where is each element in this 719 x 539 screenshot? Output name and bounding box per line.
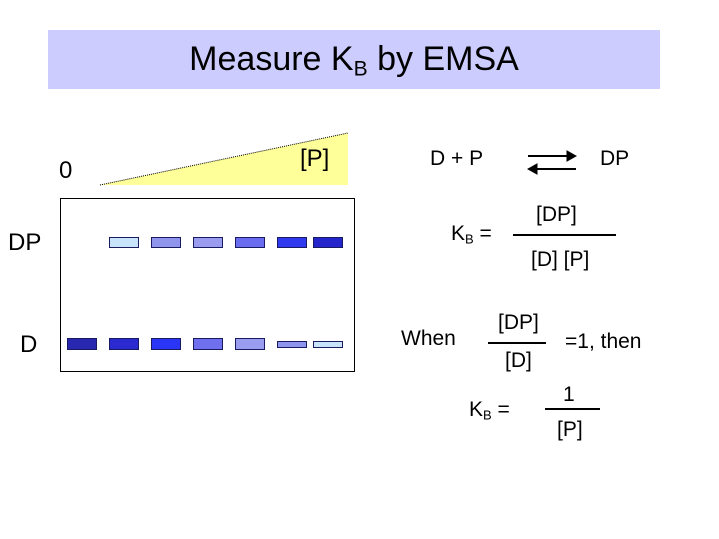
dp-band (235, 237, 265, 248)
title-bar: Measure KB by EMSA (48, 30, 660, 89)
gel-image (60, 198, 355, 372)
protein-concentration-label: [P] (300, 145, 330, 172)
slide-title: Measure KB by EMSA (189, 40, 519, 81)
when-denominator: [D] (505, 349, 532, 372)
kb-result-fraction-bar (545, 408, 600, 410)
equilibrium-arrows-icon (526, 150, 578, 175)
kb-numerator: [DP] (536, 203, 577, 226)
when-condition: =1, then (565, 330, 642, 353)
dp-band (193, 237, 223, 248)
kb-denominator: [D] [P] (531, 248, 590, 271)
d-band (235, 338, 265, 350)
zero-label: 0 (59, 157, 73, 184)
dp-band (109, 237, 139, 248)
d-band (277, 341, 307, 348)
when-numerator: [DP] (498, 311, 539, 334)
kb-result-label: KB = (469, 398, 510, 423)
dp-band-label: DP (8, 229, 42, 256)
dp-band (313, 237, 343, 248)
d-band (193, 338, 223, 350)
d-band-label: D (20, 331, 38, 358)
d-band (151, 338, 181, 350)
kb-result-denominator: [P] (557, 418, 583, 441)
concentration-wedge (99, 132, 349, 186)
kb-label: KB = (451, 222, 492, 247)
when-fraction-bar (488, 342, 546, 344)
dp-band (151, 237, 181, 248)
dp-band (277, 237, 307, 248)
kb-result-numerator: 1 (563, 383, 575, 406)
equilibrium-reactants: D + P (430, 147, 484, 170)
d-band (67, 338, 97, 350)
d-band (109, 338, 139, 350)
d-band (313, 341, 343, 348)
equilibrium-product: DP (600, 147, 630, 170)
kb-fraction-bar (513, 234, 616, 236)
when-text: When (401, 327, 456, 350)
